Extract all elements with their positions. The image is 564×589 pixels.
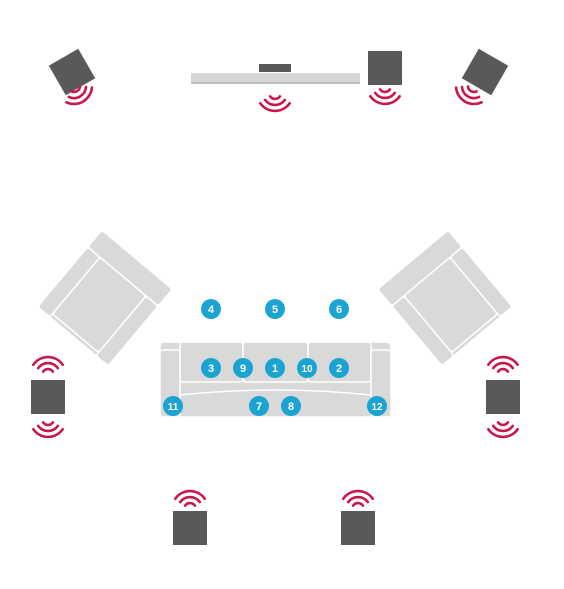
sound-wave-icon	[346, 495, 370, 504]
seat-badge-circle	[249, 396, 269, 416]
sound-wave-icon	[41, 367, 55, 373]
front-left-height-speaker	[48, 48, 96, 106]
seat-badge-3: 3	[201, 358, 221, 378]
rear-right-speaker	[341, 489, 375, 545]
side-left-speaker	[31, 355, 65, 439]
sound-wave-icon	[268, 95, 282, 101]
rear-left-speaker	[173, 489, 207, 545]
sound-wave-icon	[491, 424, 515, 433]
seat-badge-circle	[265, 358, 285, 378]
speaker-icon	[31, 380, 65, 414]
seat-badge-circle	[367, 396, 387, 416]
seat-badge-10: 10	[297, 358, 317, 378]
sound-wave-icon	[36, 361, 60, 370]
seat-badge-circle	[201, 299, 221, 319]
speaker-icon	[48, 48, 96, 96]
seat-number-label: 7	[256, 401, 262, 413]
sound-wave-icon	[487, 355, 519, 366]
sound-wave-icon	[487, 428, 519, 439]
sound-wave-icon	[378, 88, 392, 94]
sound-wave-icon	[342, 489, 374, 500]
seat-badge-circle	[233, 358, 253, 378]
speaker-icon	[341, 511, 375, 545]
sound-wave-icon	[373, 91, 397, 100]
front-right-speaker	[368, 51, 402, 106]
sound-wave-icon	[36, 424, 60, 433]
seat-number-label: 4	[208, 304, 215, 316]
seat-badge-circle	[329, 358, 349, 378]
seat-number-label: 10	[301, 364, 313, 375]
sound-wave-icon	[496, 421, 510, 427]
seat-badge-circle	[329, 299, 349, 319]
sound-wave-icon	[70, 85, 82, 94]
seat-badge-9: 9	[233, 358, 253, 378]
sofa-icon	[159, 341, 392, 418]
seat-badge-8: 8	[281, 396, 301, 416]
sound-wave-icon	[31, 355, 64, 366]
seat-badge-circle	[265, 299, 285, 319]
seat-badge-circle	[163, 396, 183, 416]
side-right-speaker	[486, 355, 520, 439]
speaker-icon	[368, 51, 402, 85]
sound-wave-icon	[259, 102, 291, 113]
sound-wave-icon	[31, 428, 64, 439]
seat-badge-4: 4	[201, 299, 221, 319]
seat-number-label: 6	[336, 304, 342, 316]
seat-number-label: 5	[272, 304, 278, 316]
sound-wave-icon	[454, 86, 483, 106]
seat-badge-7: 7	[249, 396, 269, 416]
sound-wave-icon	[369, 95, 401, 106]
seat-number-label: 11	[168, 402, 179, 413]
sound-wave-icon	[174, 489, 206, 500]
sound-wave-icon	[460, 85, 481, 100]
sound-wave-icon	[67, 85, 88, 100]
speaker-icon	[486, 380, 520, 414]
sound-wave-icon	[183, 501, 197, 507]
sound-wave-icon	[263, 98, 287, 107]
seat-number-label: 9	[240, 363, 246, 375]
right-armchair-icon	[378, 230, 512, 366]
seat-badge-circle	[201, 358, 221, 378]
tv-icon	[191, 64, 360, 84]
sound-wave-icon	[178, 495, 202, 504]
seat-number-label: 12	[371, 402, 383, 413]
seat-badge-12: 12	[367, 396, 387, 416]
seat-badge-circle	[297, 358, 317, 378]
speaker-icon	[461, 48, 509, 96]
front-right-height-speaker	[454, 48, 509, 106]
seat-number-label: 3	[208, 363, 214, 375]
seat-badge-2: 2	[329, 358, 349, 378]
sound-wave-icon	[41, 421, 55, 427]
sound-wave-icon	[466, 85, 478, 94]
seat-badge-1: 1	[265, 358, 285, 378]
sound-wave-icon	[496, 367, 510, 373]
sound-wave-icon	[65, 86, 94, 106]
speaker-icon	[173, 511, 207, 545]
sound-wave-icon	[351, 501, 365, 507]
left-armchair-icon	[38, 230, 172, 366]
seat-number-label: 1	[272, 363, 278, 375]
seat-number-label: 2	[336, 363, 342, 375]
seat-badge-5: 5	[265, 299, 285, 319]
center-speaker	[259, 95, 291, 113]
seat-number-label: 8	[288, 401, 294, 413]
seat-badge-6: 6	[329, 299, 349, 319]
sound-wave-icon	[491, 361, 515, 370]
seat-badge-11: 11	[163, 396, 183, 416]
seat-badge-circle	[281, 396, 301, 416]
